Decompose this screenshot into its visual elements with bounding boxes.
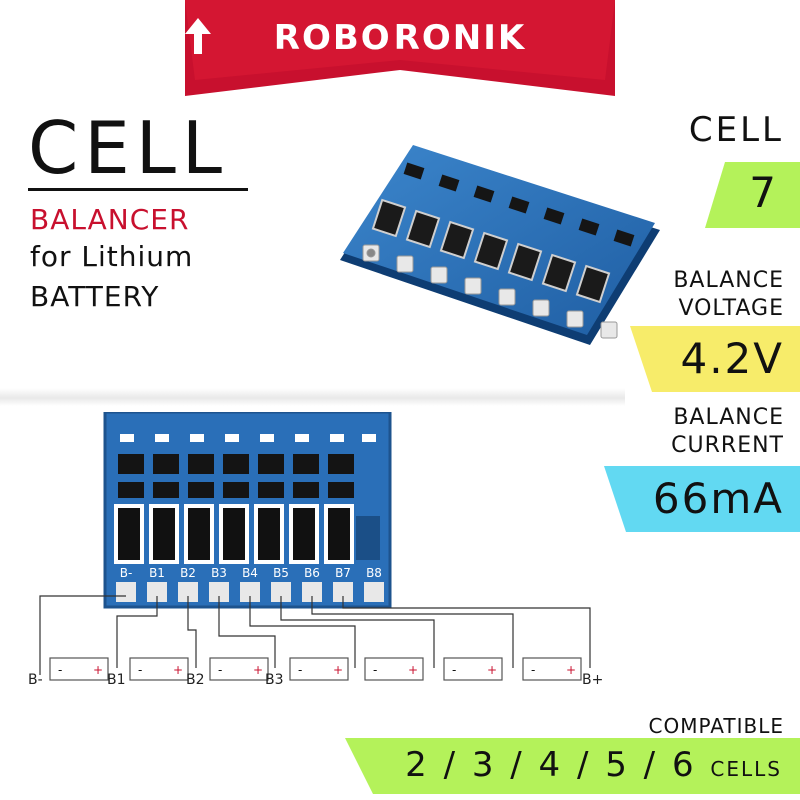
node-b1: B1: [107, 672, 126, 688]
spec-voltage-label-2: VOLTAGE: [678, 296, 784, 321]
pad-row: [362, 244, 618, 339]
svg-text:+: +: [93, 663, 103, 677]
compatible-label: COMPATIBLE: [648, 714, 784, 738]
svg-text:+: +: [253, 663, 263, 677]
pin-label-b3: B3: [211, 566, 227, 580]
title-sub: BALANCER: [30, 203, 190, 236]
board-photo-top: B- B1 B2 B3 B4 B5 B6 B7 B8: [103, 412, 392, 609]
up-arrow-icon: [185, 18, 211, 54]
pin-label-b4: B4: [242, 566, 258, 580]
svg-text:-: -: [138, 663, 142, 677]
svg-text:+: +: [173, 663, 183, 677]
spec-cell-tag: [705, 162, 800, 228]
spec-voltage-value: 4.2V: [680, 334, 784, 383]
compatible-values: 2 / 3 / 4 / 5 / 6 CELLS: [405, 745, 782, 785]
node-b2: B2: [186, 672, 205, 688]
title-line-3: BATTERY: [30, 280, 160, 313]
svg-text:-: -: [373, 663, 377, 677]
pin-label-b1: B1: [149, 566, 165, 580]
svg-text:+: +: [333, 663, 343, 677]
node-b3: B3: [265, 672, 284, 688]
svg-text:+: +: [566, 663, 576, 677]
svg-text:+: +: [408, 663, 418, 677]
spec-voltage-label-1: BALANCE: [673, 268, 784, 293]
brand-name-right: RONIK: [393, 18, 527, 58]
brand-banner: ROBO RONIK: [185, 0, 615, 96]
spec-cell-label: CELL: [688, 110, 784, 150]
title-line-2: for Lithium: [30, 240, 194, 273]
brand-logo: ROBO RONIK: [185, 18, 615, 58]
pin-label-b6: B6: [304, 566, 320, 580]
brand-name-left: ROBO: [273, 18, 392, 58]
svg-text:-: -: [298, 663, 302, 677]
spec-voltage-tag: [630, 326, 800, 392]
svg-text:-: -: [218, 663, 222, 677]
node-b-plus: B+: [582, 672, 603, 688]
svg-text:-: -: [452, 663, 456, 677]
spec-cell-value: 7: [749, 168, 778, 217]
wiring-diagram: - + - + - + - + - + - + - + B- B1 B2 B3 B+: [28, 595, 603, 688]
pin-label-b2: B2: [180, 566, 196, 580]
compatible-tag: [345, 738, 800, 794]
svg-text:+: +: [487, 663, 497, 677]
board-photo-angled: [340, 145, 660, 345]
compatible-numbers: 2 / 3 / 4 / 5 / 6: [405, 745, 697, 785]
spec-current-tag: [604, 466, 800, 532]
section-divider: [0, 388, 625, 406]
spec-current-label-1: BALANCE: [673, 405, 784, 430]
title-main: CELL: [28, 106, 228, 190]
spec-current-label-2: CURRENT: [671, 433, 784, 458]
svg-text:-: -: [531, 663, 535, 677]
title-divider: [28, 188, 248, 191]
resistor-row: [371, 198, 611, 304]
pin-label-b8: B8: [366, 566, 382, 580]
pin-label-b5: B5: [273, 566, 289, 580]
chip-row: [403, 162, 635, 247]
compatible-unit: CELLS: [710, 757, 782, 781]
node-b-minus: B-: [28, 672, 43, 688]
svg-text:-: -: [58, 663, 62, 677]
pin-label-b-minus: B-: [120, 566, 133, 580]
spec-current-value: 66mA: [652, 474, 784, 523]
pin-label-b7: B7: [335, 566, 351, 580]
